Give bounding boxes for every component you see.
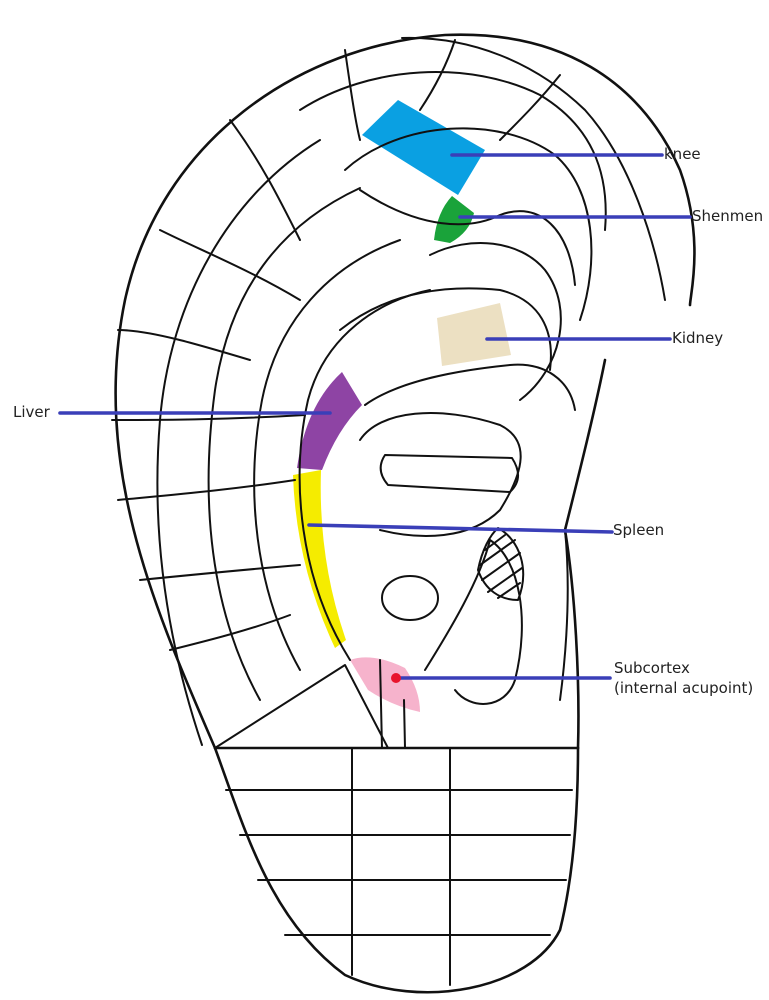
radial-line-9 bbox=[420, 40, 455, 110]
subcortex-marker bbox=[391, 673, 401, 683]
radial-line-4 bbox=[140, 565, 300, 580]
radial-line-7 bbox=[230, 120, 300, 240]
concha-oval bbox=[382, 576, 438, 620]
concha-bar bbox=[381, 455, 518, 492]
shenmen-label: Shenmen bbox=[692, 207, 763, 226]
subcortex-label: Subcortex bbox=[614, 659, 690, 678]
radial-line-10 bbox=[500, 75, 560, 140]
radial-line-3 bbox=[118, 480, 295, 500]
subcortex-region bbox=[350, 657, 420, 712]
upper-ridge-6 bbox=[365, 365, 575, 410]
spleen-label: Spleen bbox=[613, 521, 664, 540]
ear-inner-ridge bbox=[565, 360, 605, 748]
liver-label: Liver bbox=[13, 403, 50, 422]
upper-ridge-3 bbox=[360, 190, 575, 285]
kidney-label: Kidney bbox=[672, 329, 723, 348]
ear-lobe-outline bbox=[215, 748, 578, 992]
liver-region bbox=[297, 372, 362, 470]
shenmen-region bbox=[434, 196, 474, 243]
knee-label: knee bbox=[664, 145, 701, 164]
radial-line-1 bbox=[118, 330, 250, 360]
kidney-region bbox=[437, 303, 511, 366]
radial-line-2 bbox=[112, 415, 305, 420]
radial-line-6 bbox=[160, 230, 300, 300]
subcortex-sublabel: (internal acupoint) bbox=[614, 679, 753, 698]
lower-stem-2 bbox=[404, 700, 405, 748]
right-edge-line bbox=[560, 530, 568, 700]
radial-line-8 bbox=[345, 50, 360, 140]
concha-curve bbox=[360, 413, 521, 536]
